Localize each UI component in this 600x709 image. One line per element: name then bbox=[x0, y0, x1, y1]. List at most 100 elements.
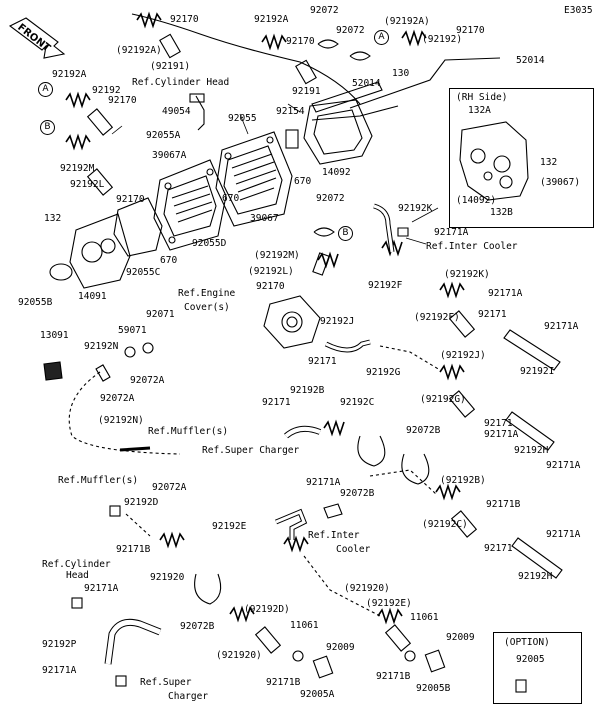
rh-label: (14092) bbox=[456, 195, 497, 206]
part-label: 92055 bbox=[228, 113, 257, 124]
badge-b: B bbox=[338, 226, 353, 241]
part-label: 92072A bbox=[130, 375, 165, 386]
part-label: 92170 bbox=[456, 25, 485, 36]
part-label: 92170 bbox=[286, 36, 315, 47]
part-label: 92072 bbox=[336, 25, 365, 36]
part-label: 11061 bbox=[410, 612, 439, 623]
option-part: 92005 bbox=[516, 654, 545, 665]
part-label: 92192J bbox=[320, 316, 355, 327]
part-label: 92171A bbox=[546, 529, 581, 540]
part-label: Cooler bbox=[336, 544, 371, 555]
part-label: 92171 bbox=[308, 356, 337, 367]
part-label: 92171B bbox=[266, 677, 301, 688]
part-label: 92154 bbox=[276, 106, 305, 117]
part-label: 14091 bbox=[78, 291, 107, 302]
part-label: (921920) bbox=[344, 583, 390, 594]
part-label: Charger bbox=[168, 691, 209, 702]
tubes bbox=[86, 33, 478, 654]
part-label: 92171B bbox=[486, 499, 521, 510]
part-label: 92171A bbox=[484, 429, 519, 440]
part-label: 92171A bbox=[306, 477, 341, 488]
part-label: (92192K) bbox=[444, 269, 490, 280]
part-label: 92192C bbox=[340, 397, 375, 408]
part-label: 11061 bbox=[290, 620, 319, 631]
part-label: 92192 bbox=[92, 85, 121, 96]
badge-b: B bbox=[40, 120, 55, 135]
muffler-leader bbox=[68, 371, 181, 455]
part-label: (92192G) bbox=[420, 394, 466, 405]
front-arrow-shape bbox=[8, 17, 66, 59]
part-label: 92071 bbox=[146, 309, 175, 320]
part-label: Ref.Super Charger bbox=[202, 445, 300, 456]
part-label: 52014 bbox=[352, 78, 381, 89]
part-label: 92171A bbox=[84, 583, 119, 594]
part-label: 92171 bbox=[484, 418, 513, 429]
part-label: 92171B bbox=[116, 544, 151, 555]
part-label: 92055D bbox=[192, 238, 227, 249]
part-label: 92055C bbox=[126, 267, 161, 278]
part-label: (92192E) bbox=[366, 598, 412, 609]
part-label: 92171A bbox=[544, 321, 579, 332]
engine-cover bbox=[263, 295, 321, 349]
part-label: 92055A bbox=[146, 130, 181, 141]
o-ring-92055B bbox=[49, 263, 73, 281]
part-label: 92171B bbox=[376, 671, 411, 682]
part-label: 92171A bbox=[434, 227, 469, 238]
sensor-92055A bbox=[195, 95, 205, 131]
part-label: 921920 bbox=[150, 572, 185, 583]
part-label: 92171A bbox=[42, 665, 77, 676]
part-label: 92192F bbox=[368, 280, 403, 291]
part-label: 92171 bbox=[484, 543, 513, 554]
valve-cover-center bbox=[215, 131, 293, 227]
part-label: 92072A bbox=[152, 482, 187, 493]
cap-13091 bbox=[43, 361, 63, 381]
part-label: 92192A bbox=[52, 69, 87, 80]
rh-label: 132 bbox=[540, 157, 558, 168]
part-label: 39067 bbox=[250, 213, 279, 224]
part-label: 670 bbox=[294, 176, 312, 187]
nipple-inter-cooler bbox=[323, 503, 343, 519]
part-label: Ref.Cylinder Head bbox=[132, 77, 230, 88]
part-label: (92192M) bbox=[254, 250, 300, 261]
part-label: (92192) bbox=[422, 34, 463, 45]
part-label: 92192P bbox=[42, 639, 77, 650]
part-label: 92171A bbox=[546, 460, 581, 471]
rh-side-sketch bbox=[459, 121, 529, 201]
option-frame bbox=[493, 632, 582, 704]
part-label: 132 bbox=[44, 213, 62, 224]
part-label: 92170 bbox=[170, 14, 199, 25]
part-label: 92192K bbox=[398, 203, 433, 214]
part-label: 92005A bbox=[300, 689, 335, 700]
rh-side-frame bbox=[449, 88, 594, 228]
bottom-fittings bbox=[71, 505, 527, 693]
part-label: Ref.Inter bbox=[308, 530, 360, 541]
diagram-code: E3035 bbox=[564, 5, 593, 16]
part-label: (92192C) bbox=[422, 519, 468, 530]
part-label: Head bbox=[66, 570, 89, 581]
part-label: 92192B bbox=[290, 385, 325, 396]
part-label: 92192D bbox=[124, 497, 159, 508]
badge-a: A bbox=[374, 30, 389, 45]
part-label: 92192N bbox=[84, 341, 119, 352]
gasket-left bbox=[113, 197, 163, 257]
part-label: (92192F) bbox=[414, 312, 460, 323]
gasket-14092 bbox=[303, 99, 373, 165]
part-label: 13091 bbox=[40, 330, 69, 341]
option-title: (OPTION) bbox=[504, 637, 550, 648]
part-label: 130 bbox=[392, 68, 410, 79]
part-label: 92192L bbox=[70, 179, 105, 190]
part-label: 92055B bbox=[18, 297, 53, 308]
clamps bbox=[124, 39, 430, 605]
part-label: 92171 bbox=[478, 309, 507, 320]
part-label: 92192I bbox=[520, 366, 555, 377]
part-label: 92170 bbox=[108, 95, 137, 106]
part-label: 92192A bbox=[254, 14, 289, 25]
part-label: Ref.Inter Cooler bbox=[426, 241, 518, 252]
part-label: 92072A bbox=[100, 393, 135, 404]
part-label: (92192L) bbox=[248, 266, 294, 277]
part-label: (921920) bbox=[216, 650, 262, 661]
part-label: Ref.Engine bbox=[178, 288, 236, 299]
part-label: (92192A) bbox=[384, 16, 430, 27]
